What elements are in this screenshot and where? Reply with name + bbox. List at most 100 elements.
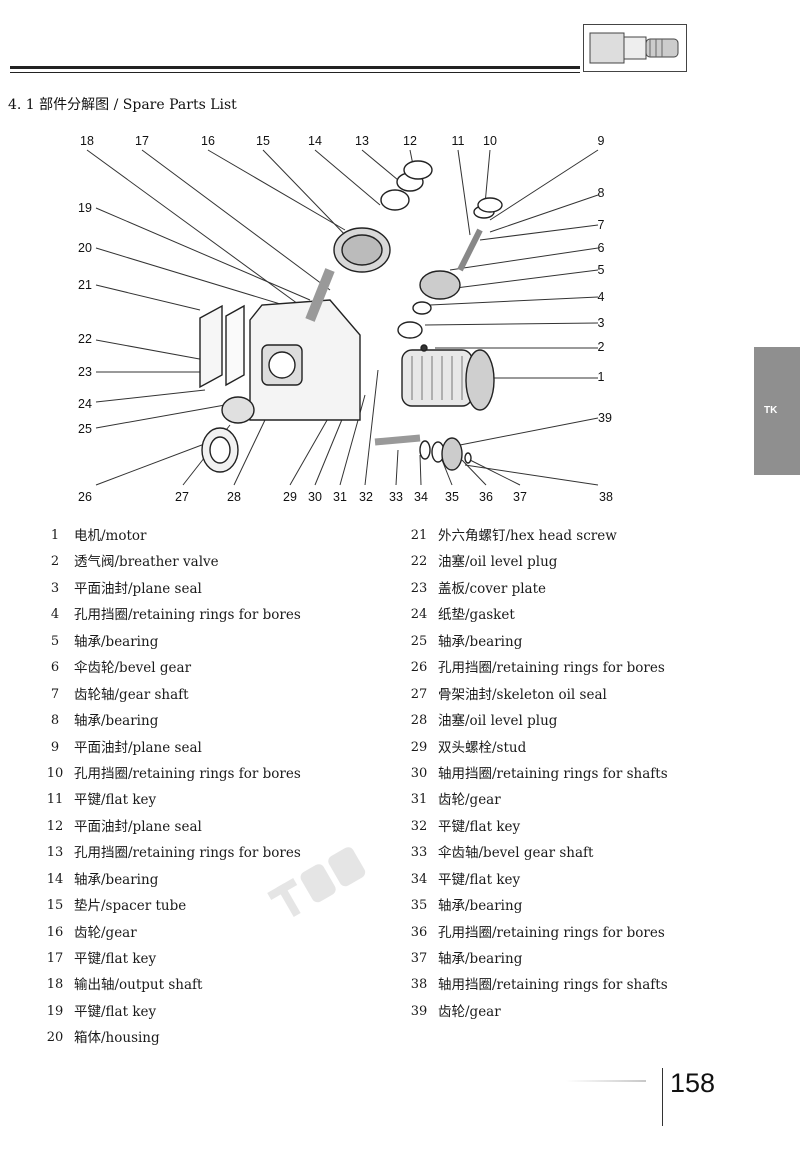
- list-item: 8 轴承/bearing: [40, 711, 420, 737]
- part-number: 32: [410, 818, 428, 834]
- callout-25: 25: [78, 422, 92, 436]
- part-number: 27: [410, 686, 428, 702]
- part-number: 14: [46, 871, 64, 887]
- part-number: 13: [46, 845, 64, 861]
- part-description: 伞齿轮/bevel gear: [74, 660, 192, 677]
- list-item: 32 平键/flat key: [404, 817, 784, 843]
- part-number: 5: [50, 633, 60, 649]
- part-number: 33: [410, 845, 428, 861]
- part-description: 油塞/oil level plug: [438, 554, 558, 571]
- part-number: 6: [50, 660, 60, 676]
- callout-18: 18: [80, 134, 94, 148]
- list-item: 21 外六角螺钉/hex head screw: [404, 526, 784, 552]
- callout-37: 37: [513, 490, 527, 504]
- part-number: 11: [46, 792, 64, 808]
- header-rule-thin: [10, 72, 580, 73]
- part-number: 34: [410, 871, 428, 887]
- list-item: 22 油塞/oil level plug: [404, 552, 784, 578]
- part-number: 2: [50, 554, 60, 570]
- callout-27: 27: [175, 490, 189, 504]
- callout-2: 2: [597, 340, 605, 354]
- part-number: 26: [410, 660, 428, 676]
- part-description: 油塞/oil level plug: [438, 713, 558, 730]
- callout-30: 30: [308, 490, 322, 504]
- callout-13: 13: [355, 134, 369, 148]
- callout-5: 5: [597, 263, 605, 277]
- list-item: 37 轴承/bearing: [404, 949, 784, 975]
- part-description: 孔用挡圈/retaining rings for bores: [438, 660, 665, 677]
- callout-4: 4: [597, 290, 605, 304]
- callout-17: 17: [135, 134, 149, 148]
- part-description: 骨架油封/skeleton oil seal: [438, 686, 607, 703]
- part-description: 轴承/bearing: [74, 633, 159, 650]
- part-description: 输出轴/output shaft: [74, 977, 203, 994]
- part-description: 平键/flat key: [438, 818, 521, 835]
- part-description: 轴用挡圈/retaining rings for shafts: [438, 977, 668, 994]
- part-description: 孔用挡圈/retaining rings for bores: [438, 924, 665, 941]
- part-number: 29: [410, 739, 428, 755]
- callout-28: 28: [227, 490, 241, 504]
- part-number: 8: [50, 713, 60, 729]
- callout-31: 31: [333, 490, 347, 504]
- part-number: 21: [410, 528, 428, 543]
- part-number: 38: [410, 977, 428, 993]
- part-description: 轴承/bearing: [438, 951, 523, 967]
- callout-14: 14: [308, 134, 322, 148]
- callout-35: 35: [445, 490, 459, 504]
- part-number: 37: [410, 951, 428, 966]
- part-number: 15: [46, 898, 64, 914]
- gearbox-thumbnail-image: [583, 24, 687, 72]
- watermark-logo: [258, 826, 378, 936]
- footer-divider: [662, 1068, 663, 1126]
- callout-23: 23: [78, 365, 92, 379]
- header-rule-thick: [10, 66, 580, 69]
- part-description: 孔用挡圈/retaining rings for bores: [74, 845, 301, 862]
- side-tab-label: TK: [764, 405, 778, 416]
- part-description: 外六角螺钉/hex head screw: [438, 528, 617, 544]
- list-item: 26 孔用挡圈/retaining rings for bores: [404, 658, 784, 684]
- part-description: 透气阀/breather valve: [74, 554, 219, 571]
- callout-39: 39: [598, 411, 612, 425]
- part-number: 17: [46, 951, 64, 966]
- section-title: 4. 1 部件分解图 / Spare Parts List: [8, 97, 237, 113]
- part-description: 平键/flat key: [74, 792, 157, 809]
- part-description: 电机/motor: [74, 528, 147, 544]
- exploded-view-drawing: [86, 149, 599, 486]
- part-description: 纸垫/gasket: [438, 607, 515, 624]
- callout-10: 10: [483, 134, 497, 148]
- part-description: 轴承/bearing: [438, 633, 523, 650]
- callout-22: 22: [78, 332, 92, 346]
- part-description: 垫片/spacer tube: [74, 898, 187, 915]
- part-description: 齿轮/gear: [438, 792, 501, 809]
- callout-19: 19: [78, 201, 92, 215]
- callout-38: 38: [599, 490, 613, 504]
- callout-20: 20: [78, 241, 92, 255]
- part-number: 28: [410, 713, 428, 729]
- callout-24: 24: [78, 397, 92, 411]
- list-item: 27 骨架油封/skeleton oil seal: [404, 685, 784, 711]
- callout-9: 9: [597, 134, 605, 148]
- part-number: 35: [410, 898, 428, 914]
- callout-21: 21: [78, 278, 92, 292]
- part-description: 盖板/cover plate: [438, 580, 547, 597]
- list-item: 15 垫片/spacer tube: [40, 896, 420, 922]
- callout-34: 34: [414, 490, 428, 504]
- part-number: 19: [46, 1003, 64, 1019]
- part-description: 轴承/bearing: [74, 713, 159, 730]
- callout-11: 11: [451, 134, 465, 148]
- part-description: 平面油封/plane seal: [74, 739, 202, 756]
- list-item: 5 轴承/bearing: [40, 632, 420, 658]
- part-number: 22: [410, 554, 428, 570]
